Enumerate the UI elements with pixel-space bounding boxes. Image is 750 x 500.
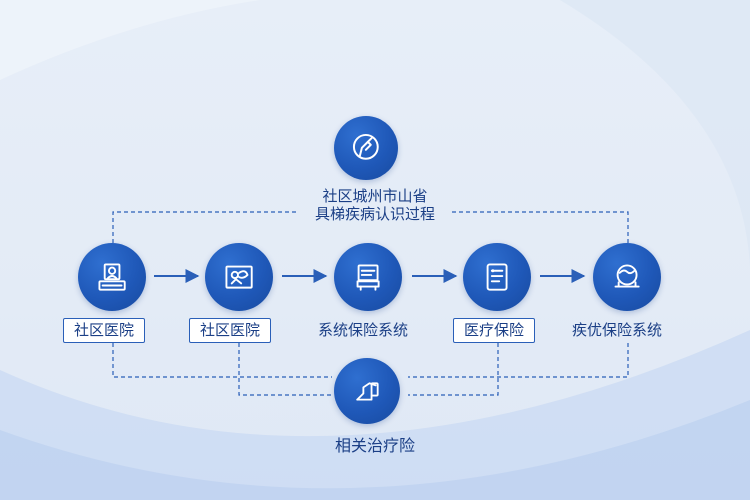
globe-icon: [614, 264, 640, 288]
bottom-dashed-connector-inner-left: [238, 343, 332, 396]
flow-node-2-label: 社区医院: [189, 318, 272, 343]
bottom-dashed-connector-left: [112, 343, 332, 378]
bottom-dashed-connector-right: [408, 343, 629, 378]
insurance-system-icon: [356, 264, 380, 291]
hand-with-pill-icon: [353, 134, 379, 160]
doctor-icon: [225, 265, 253, 289]
top-title-line-1: 社区城州市山省: [322, 187, 428, 205]
flow-node-2-icon: [205, 243, 273, 311]
top-dashed-connector: [112, 211, 298, 243]
medical-record-icon: [98, 263, 126, 291]
bottom-dashed-connector-inner-right: [408, 343, 499, 396]
top-node-icon: [334, 116, 398, 180]
flow-node-1-icon: [78, 243, 146, 311]
top-title-line-2: 具梯疾病认识过程: [314, 205, 435, 223]
flow-node-5-label: 疾优保险系统: [572, 321, 663, 339]
flow-node-4-icon: [463, 243, 531, 311]
flow-node-3-label: 系统保险系统: [318, 321, 409, 339]
bottom-node-icon: [334, 358, 400, 424]
top-dashed-connector-right: [452, 211, 629, 243]
flow-node-3-icon: [334, 243, 402, 311]
treatment-icon: [355, 381, 379, 401]
bottom-node-title: 相关治疗险: [334, 436, 415, 455]
flow-node-4-label: 医疗保险: [453, 318, 536, 343]
flow-node-1-label: 社区医院: [63, 318, 146, 343]
top-node-title: 社区城州市山省 具梯疾病认识过程: [250, 187, 500, 223]
flow-node-5-icon: [593, 243, 661, 311]
document-icon: [486, 263, 508, 291]
